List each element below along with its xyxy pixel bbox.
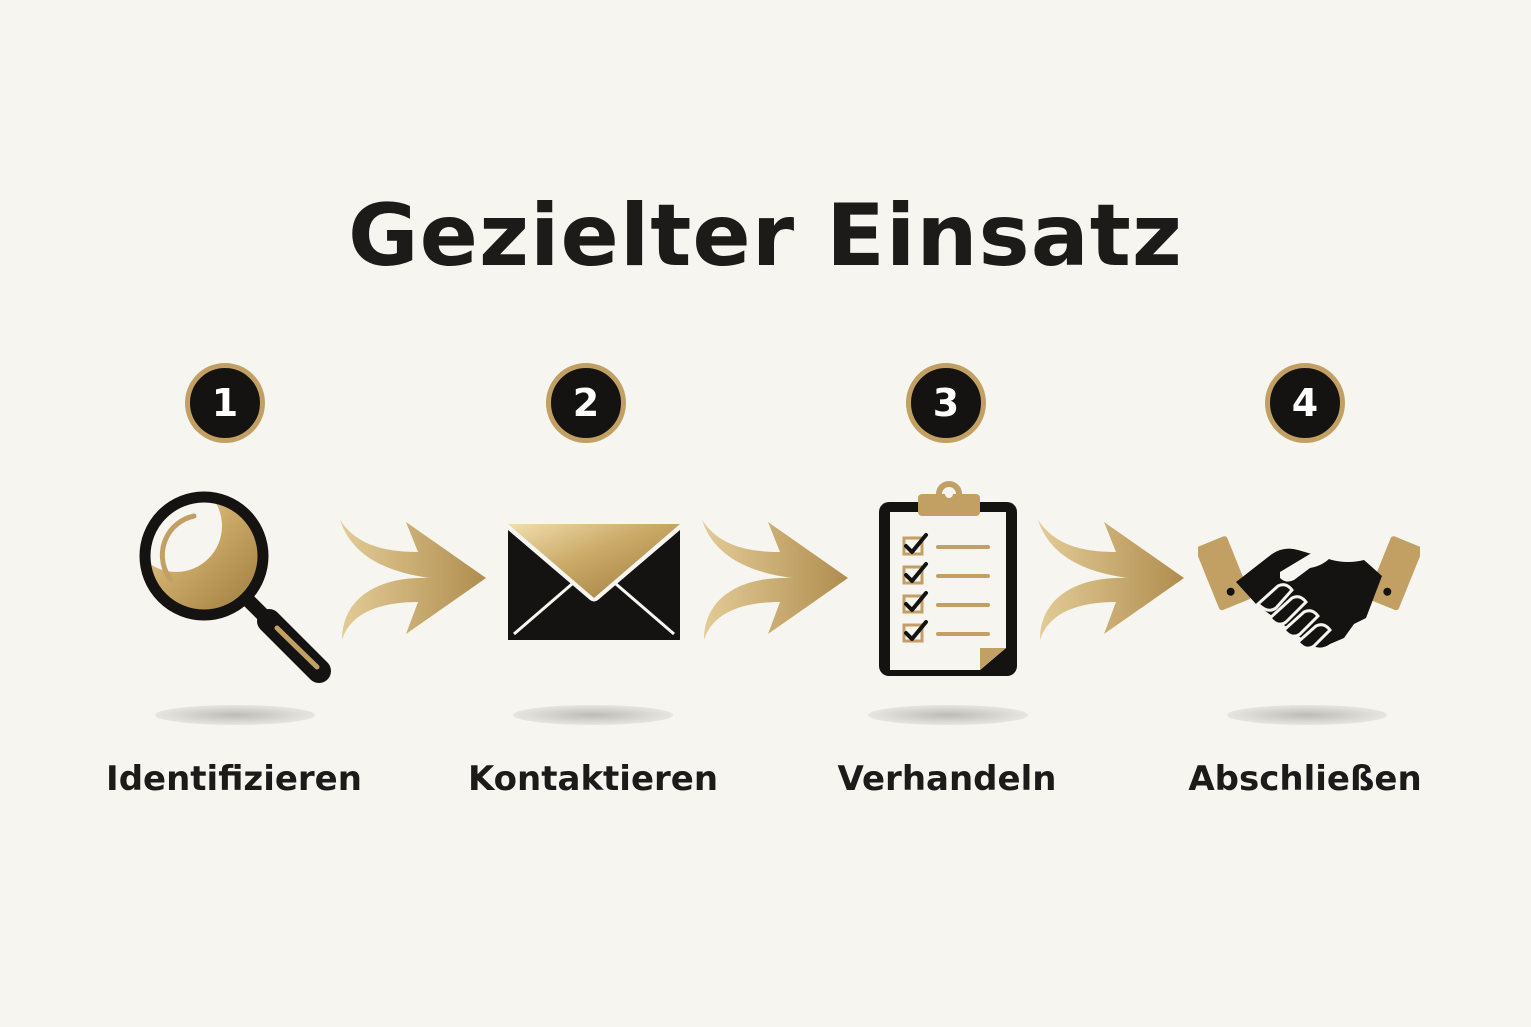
icon-shadow [1227, 705, 1387, 725]
arrow-right-icon [340, 520, 486, 640]
arrow-right-icon [1038, 520, 1184, 640]
icon-shadow [155, 705, 315, 725]
step-3-label: Verhandeln [837, 759, 1057, 799]
step-4-label: Abschließen [1188, 759, 1422, 799]
arrow-right-icon [702, 520, 848, 640]
step-2-number-badge: 2 [546, 363, 626, 443]
step-1-number-badge: 1 [185, 363, 265, 443]
handshake-icon [1198, 536, 1420, 650]
step-4-number-badge: 4 [1265, 363, 1345, 443]
clipboard-checklist-icon [879, 481, 1017, 676]
icon-shadow [868, 705, 1028, 725]
magnifying-glass-icon [136, 488, 331, 683]
icon-shadow [513, 705, 673, 725]
page-title: Gezielter Einsatz [348, 186, 1183, 286]
step-1-label: Identifizieren [106, 759, 362, 799]
step-2-label: Kontaktieren [467, 759, 719, 799]
envelope-icon [508, 524, 680, 640]
step-3-number-badge: 3 [906, 363, 986, 443]
